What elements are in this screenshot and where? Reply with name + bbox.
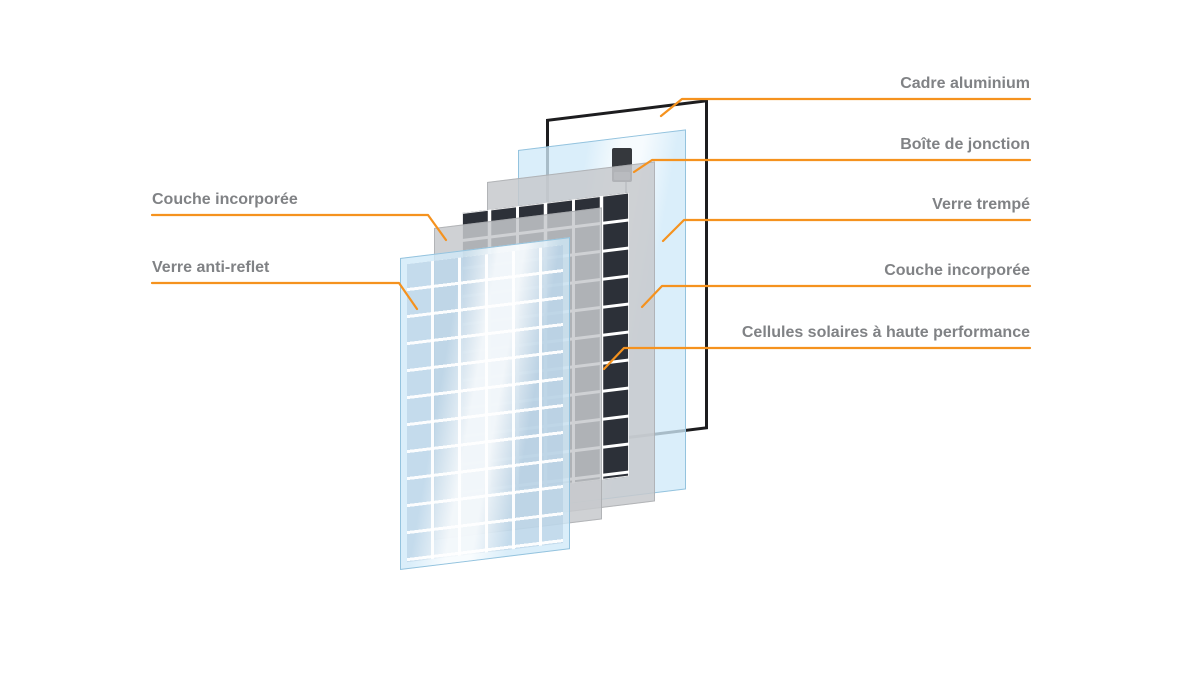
label-verre-anti-reflet: Verre anti-reflet	[152, 259, 270, 276]
label-couche-incorporee-back: Couche incorporée	[884, 262, 1030, 279]
label-cellules-solaires: Cellules solaires à haute performance	[741, 324, 1030, 341]
leader-verre-trempe	[661, 218, 1032, 243]
label-cadre-aluminium: Cadre aluminium	[900, 75, 1030, 92]
leader-couche-incorporee-front	[150, 213, 448, 242]
leader-verre-anti-reflet	[150, 281, 419, 311]
label-couche-incorporee-front: Couche incorporée	[152, 191, 298, 208]
leader-cadre-aluminium	[659, 97, 1032, 118]
label-boite-de-jonction: Boîte de jonction	[900, 136, 1030, 153]
label-verre-trempe: Verre trempé	[932, 196, 1030, 213]
anti-reflective-glass-layer	[400, 237, 570, 570]
glass-cell-grid	[407, 244, 563, 563]
